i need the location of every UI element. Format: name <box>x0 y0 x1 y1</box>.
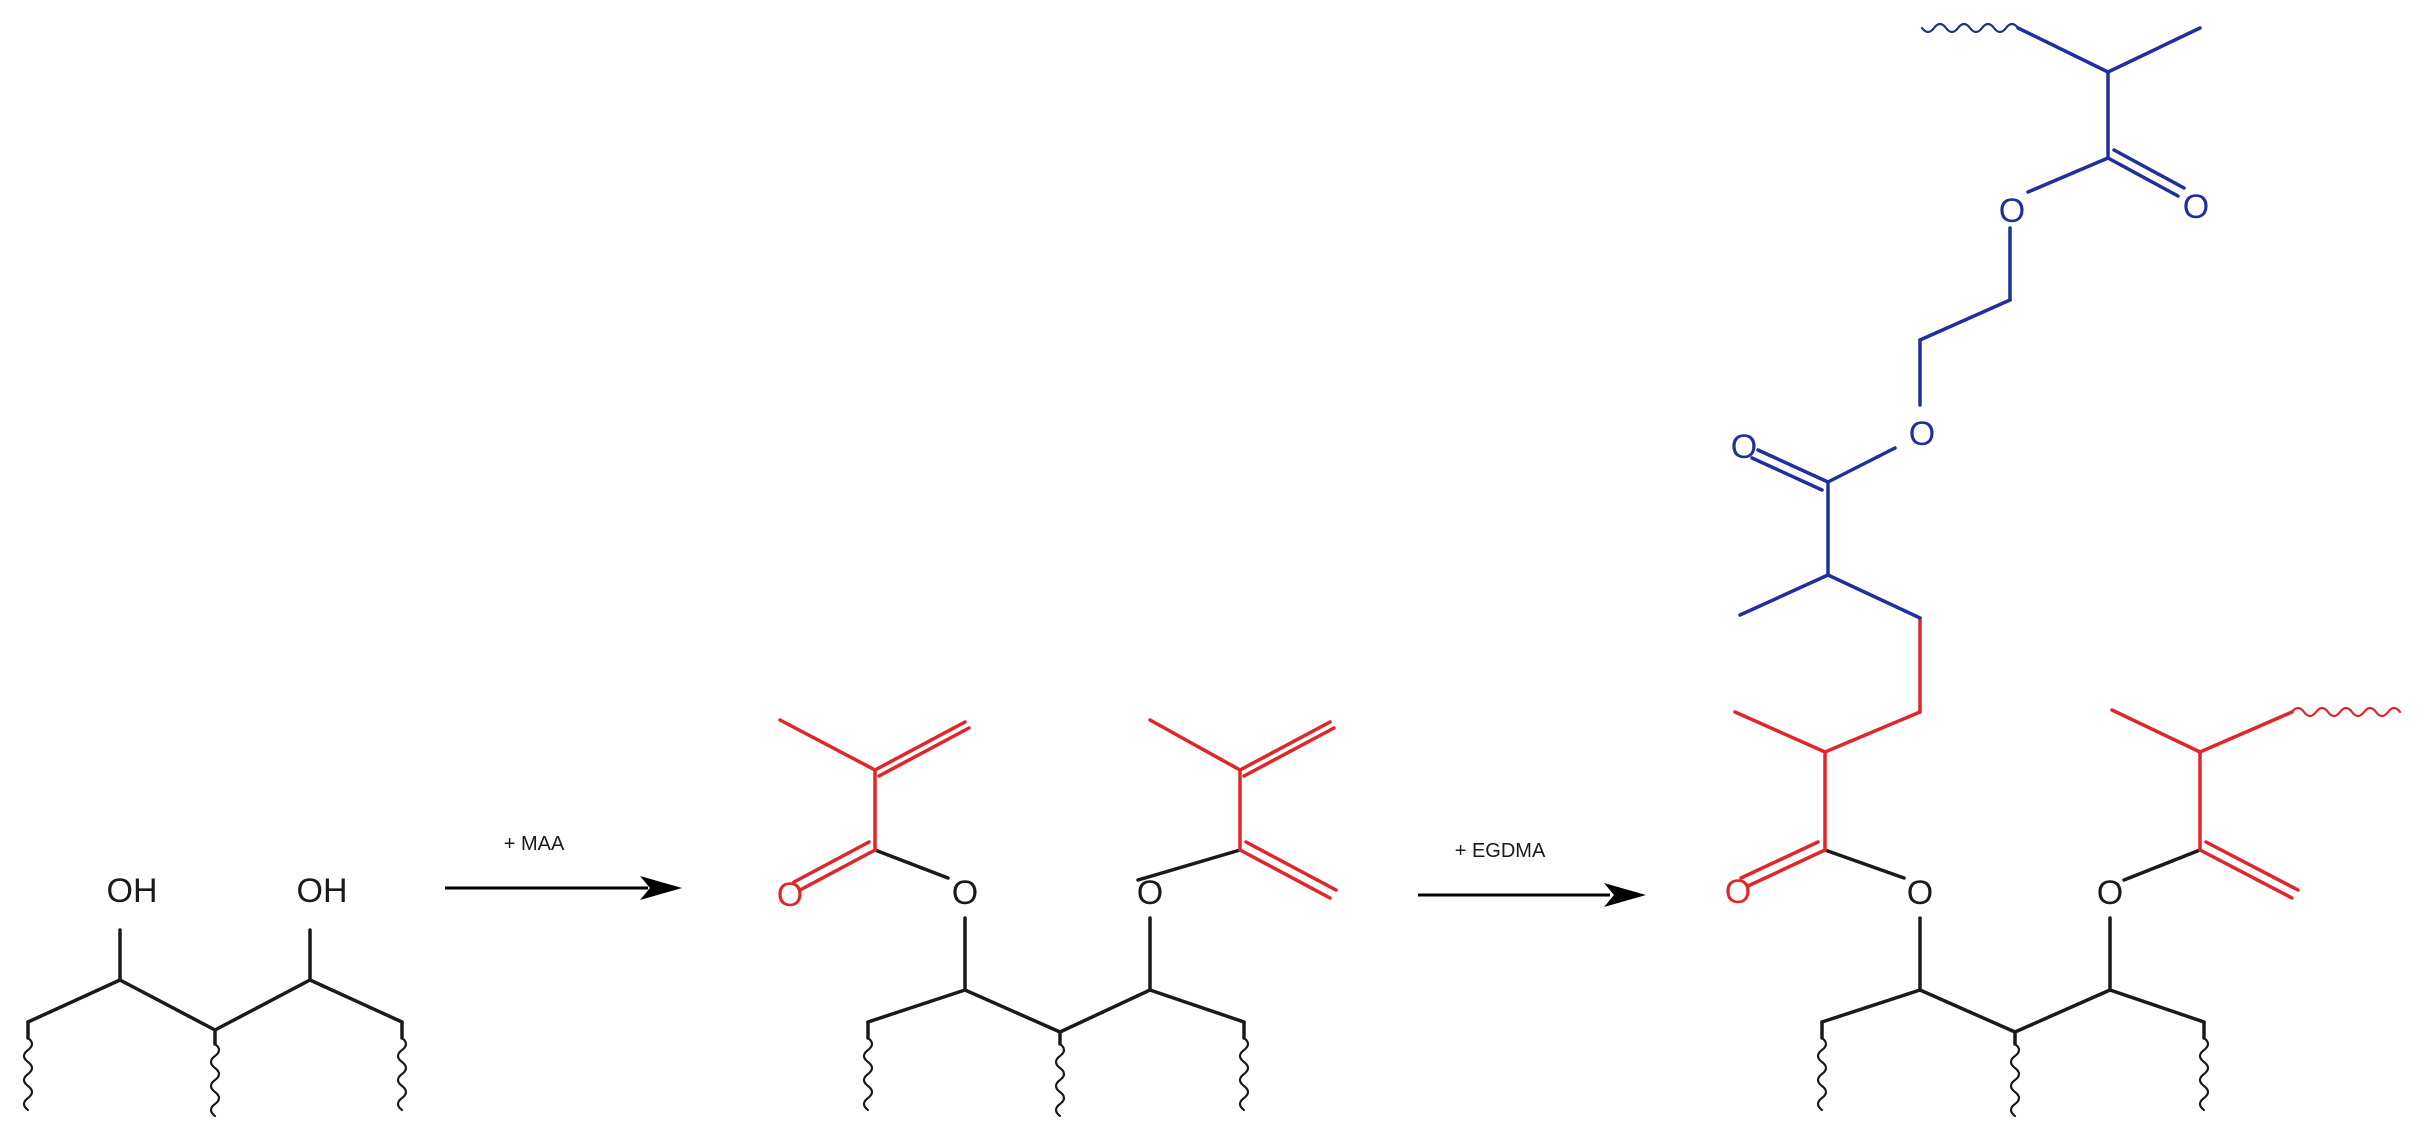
egdma-ester-oxygen-upper: O <box>1999 192 2025 230</box>
reagent-label-maa: + MAA <box>504 833 565 855</box>
network-ester-oxygen-2: O <box>2097 874 2123 912</box>
pva-structure: OH OH <box>22 872 408 1118</box>
egdma-carbonyl-oxygen-lower: O <box>1731 428 1757 466</box>
polymerized-methacrylate-left <box>1733 616 1922 888</box>
crosslinked-structure: O O O O O O O <box>1725 22 2402 1118</box>
hydroxyl-label-1: OH <box>107 872 158 910</box>
ester-oxygen-2: O <box>1137 874 1163 912</box>
polymerized-methacrylate-right <box>2110 708 2300 900</box>
network-carbonyl-oxygen-left: O <box>1725 873 1751 911</box>
pva-backbone <box>26 928 404 1046</box>
methacrylate-group-right <box>1148 718 1338 900</box>
pva-chain-ends <box>22 1036 408 1118</box>
network-backbone <box>1820 848 2206 1046</box>
egdma-crosslinker <box>1738 26 2202 620</box>
network-chain-ends <box>1816 1036 2210 1118</box>
egdma-ester-oxygen-lower: O <box>1909 415 1935 453</box>
pva-ma-backbone <box>866 848 1246 1046</box>
network-right-chain-end <box>2290 706 2402 718</box>
network-ester-oxygen-1: O <box>1907 874 1933 912</box>
egdma-carbonyl-oxygen-upper: O <box>2183 188 2209 226</box>
network-top-chain-end <box>1920 22 2020 34</box>
methacrylate-group-left <box>778 718 971 892</box>
reaction-arrow-2: + EGDMA <box>1418 840 1646 907</box>
hydroxyl-label-2: OH <box>297 872 348 910</box>
pva-ma-chain-ends <box>862 1036 1250 1118</box>
reagent-label-egdma: + EGDMA <box>1455 840 1546 862</box>
reaction-arrow-1: + MAA <box>445 833 682 900</box>
carbonyl-oxygen-left: O <box>777 876 803 914</box>
pva-methacrylate-structure: O O O <box>777 718 1338 1118</box>
ester-oxygen-1: O <box>952 874 978 912</box>
